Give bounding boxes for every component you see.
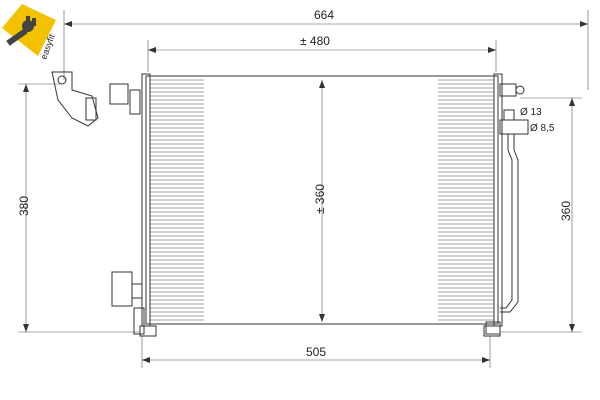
easyfit-logo: easyfit [2,4,57,61]
condenser-core [141,73,503,327]
label-overall-height: 380 [17,196,31,216]
label-overall-width: 664 [314,8,334,22]
dim-bottom-width: 505 [141,336,491,368]
dim-core-height: ± 360 [306,80,327,322]
label-port-small: Ø 8,5 [530,123,555,134]
foot-right [483,325,501,337]
label-core-width: ± 480 [300,34,330,48]
foot-left [139,325,157,337]
fin-block-left [150,79,204,321]
dim-core-width: ± 480 [147,34,497,72]
wrench-plug-icon [6,16,36,46]
label-port-large: Ø 13 [520,107,542,118]
label-core-height: ± 360 [313,184,327,214]
dim-right-height: 360 [500,97,582,333]
right-pipe-assembly: Ø 13 Ø 8,5 [485,83,555,335]
label-right-height: 360 [559,201,573,221]
label-bottom-width: 505 [306,345,326,359]
fin-block-right [438,79,494,321]
dim-overall-height: 380 [17,83,140,333]
left-mounting-bracket [51,71,145,335]
dim-overall-width: 664 [63,8,589,90]
